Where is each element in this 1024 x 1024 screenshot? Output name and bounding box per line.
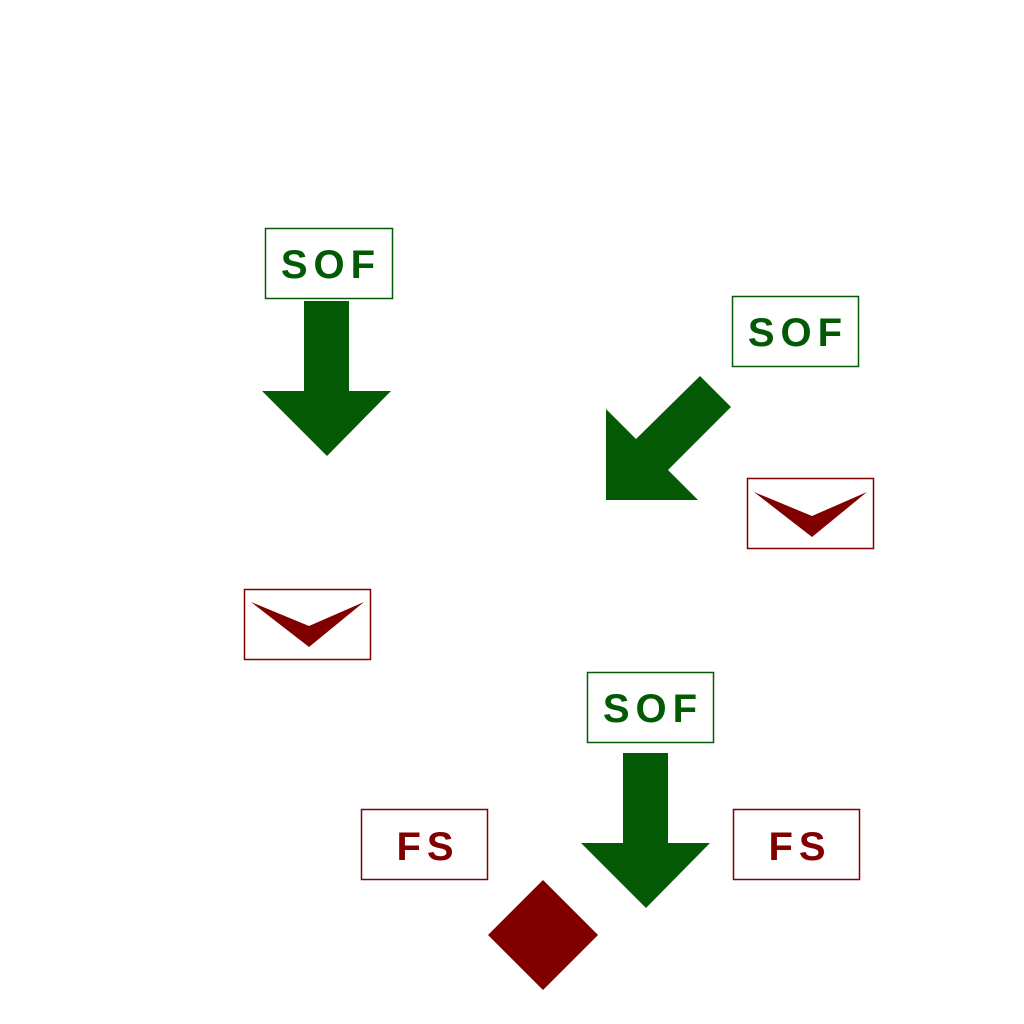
- sof-label: SOF: [748, 311, 848, 355]
- arrow-down-left-icon: [606, 376, 731, 500]
- sof-label: SOF: [603, 687, 703, 731]
- fs-label-box-1: FS: [360, 808, 489, 881]
- sof-label-box-1: SOF: [264, 227, 394, 300]
- hostile-diamond-icon: [488, 880, 598, 990]
- fs-label: FS: [768, 825, 831, 869]
- arrow-down-icon: [581, 753, 710, 908]
- chevron-icon: [251, 602, 364, 647]
- sof-label-box-3: SOF: [586, 671, 715, 744]
- fs-label: FS: [396, 825, 459, 869]
- hostile-chevron-box-1: [746, 477, 875, 550]
- sof-label: SOF: [281, 243, 381, 287]
- chevron-icon: [754, 492, 867, 537]
- arrow-down-icon: [262, 301, 391, 456]
- hostile-chevron-box-2: [243, 588, 372, 661]
- sof-label-box-2: SOF: [731, 295, 860, 368]
- fs-label-box-2: FS: [732, 808, 861, 881]
